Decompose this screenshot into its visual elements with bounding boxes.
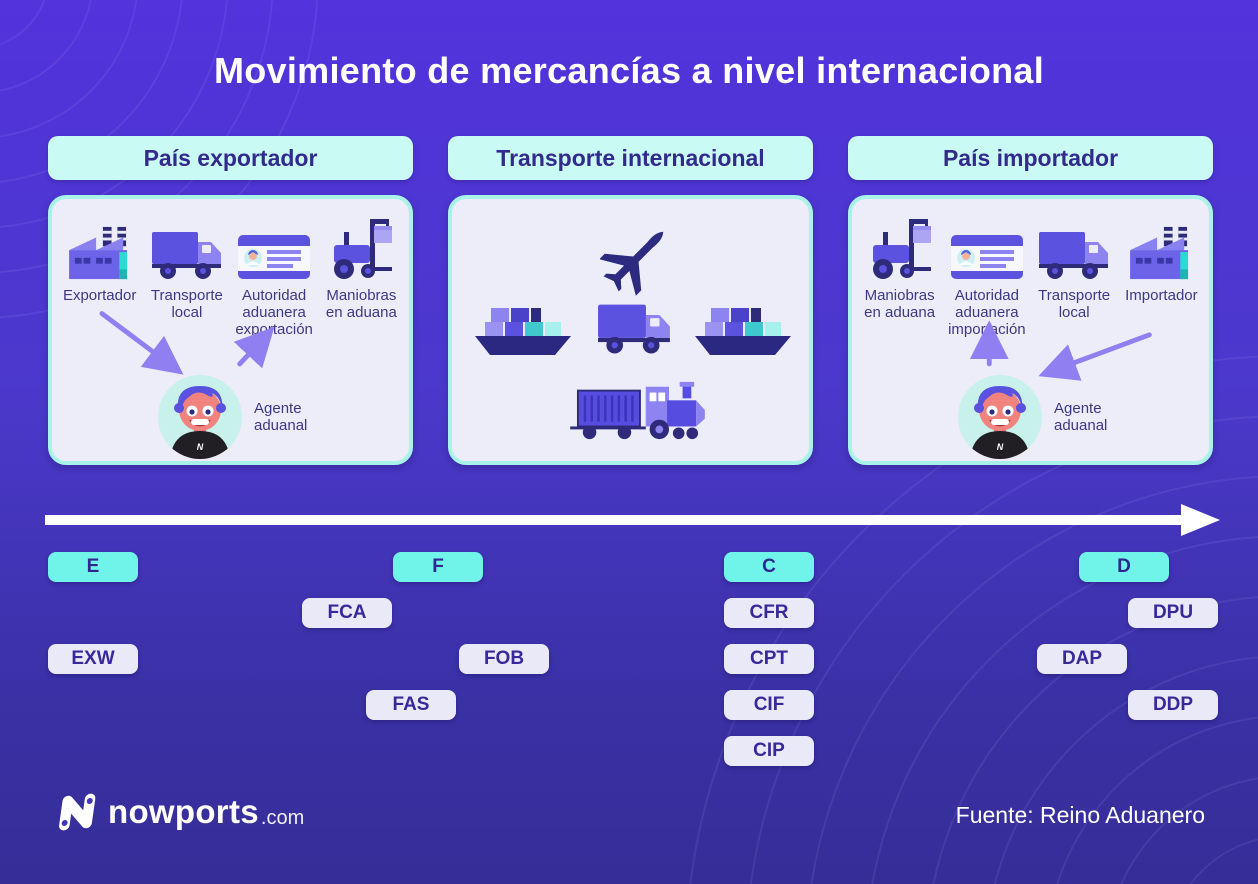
importer-items-row: Maniobras en aduana: [856, 215, 1205, 338]
importer-agent: N Agente aduanal: [958, 375, 1126, 459]
exporter-item-label: Transporte local: [150, 287, 223, 321]
panel-transporte-internacional: [448, 195, 813, 465]
exporter-item-autoridad-aduanera: Autoridad aduanera exportación: [231, 215, 318, 338]
cargo-ship-icon: [695, 308, 791, 355]
background-arc: [0, 0, 49, 49]
exporter-item-label: Autoridad aduanera exportación: [235, 287, 313, 338]
exporter-items-row: Exportador Transporte local: [56, 215, 405, 338]
factory-icon: [1128, 215, 1194, 281]
background-arc: [925, 595, 1258, 884]
background-arc: [1105, 775, 1258, 884]
incoterm-badge-dap: DAP: [1037, 644, 1127, 674]
importer-item-maniobras: Maniobras en aduana: [856, 215, 943, 338]
logo-domain-suffix: .com: [260, 807, 305, 829]
exporter-item-label: Exportador: [62, 287, 137, 304]
exporter-item-exportador: Exportador: [56, 215, 143, 338]
incoterm-group-e: E: [48, 552, 138, 582]
incoterm-badge-dpu: DPU: [1128, 598, 1218, 628]
importer-item-label: Transporte local: [1038, 287, 1111, 321]
customs-agent-avatar: N: [958, 375, 1042, 459]
panel-pais-importador: Maniobras en aduana: [848, 195, 1213, 465]
header-transporte-internacional: Transporte internacional: [448, 136, 813, 180]
incoterm-badge-fas: FAS: [366, 690, 456, 720]
incoterm-badge-cfr: CFR: [724, 598, 814, 628]
incoterm-badge-ddp: DDP: [1128, 690, 1218, 720]
importer-item-transporte-local: Transporte local: [1031, 215, 1118, 338]
truck-icon: [598, 304, 670, 354]
source-credit: Fuente: Reino Aduanero: [955, 802, 1205, 828]
train-icon: [570, 381, 705, 440]
airplane-icon: [600, 231, 664, 296]
forklift-icon: [867, 215, 933, 281]
incoterm-group-f: F: [393, 552, 483, 582]
svg-text:N: N: [197, 442, 204, 452]
importer-item-label: Importador: [1125, 287, 1198, 304]
exporter-item-label: Maniobras en aduana: [325, 287, 397, 321]
panel-pais-exportador: Exportador Transporte local: [48, 195, 413, 465]
id-card-icon: [950, 215, 1024, 281]
incoterm-badge-cip: CIP: [724, 736, 814, 766]
header-pais-exportador: País exportador: [48, 136, 413, 180]
importer-item-importador: Importador: [1118, 215, 1205, 338]
logo-wordmark: nowports: [108, 793, 259, 830]
agent-label: Agente aduanal: [1054, 399, 1108, 434]
background-arc: [985, 655, 1258, 884]
incoterm-badge-exw: EXW: [48, 644, 138, 674]
importer-item-label: Autoridad aduanera importación: [948, 287, 1026, 338]
svg-text:N: N: [997, 442, 1004, 452]
importer-item-label: Maniobras en aduana: [864, 287, 936, 321]
incoterm-group-d: D: [1079, 552, 1169, 582]
nowports-logo-icon: [59, 793, 96, 831]
page-title: Movimiento de mercancías a nivel interna…: [213, 50, 1045, 91]
id-card-icon: [237, 215, 311, 281]
customs-agent-avatar: N: [158, 375, 242, 459]
background-arc: [1165, 835, 1258, 884]
cargo-ship-icon: [475, 308, 571, 355]
incoterm-group-c: C: [724, 552, 814, 582]
nowports-logo: nowports .com: [55, 790, 304, 834]
forklift-icon: [328, 215, 394, 281]
agent-label: Agente aduanal: [254, 399, 308, 434]
importer-item-autoridad-aduanera: Autoridad aduanera importación: [943, 215, 1030, 338]
incoterm-badge-cpt: CPT: [724, 644, 814, 674]
incoterm-badge-fob: FOB: [459, 644, 549, 674]
background-arc: [1045, 715, 1258, 884]
exporter-item-transporte-local: Transporte local: [143, 215, 230, 338]
truck-icon: [1038, 215, 1110, 281]
header-pais-importador: País importador: [848, 136, 1213, 180]
incoterm-badge-fca: FCA: [302, 598, 392, 628]
truck-icon: [151, 215, 223, 281]
exporter-agent: N Agente aduanal: [158, 375, 326, 459]
incoterm-badge-cif: CIF: [724, 690, 814, 720]
factory-icon: [67, 215, 133, 281]
exporter-item-maniobras: Maniobras en aduana: [318, 215, 405, 338]
right-arrow-icon: [45, 504, 1220, 536]
